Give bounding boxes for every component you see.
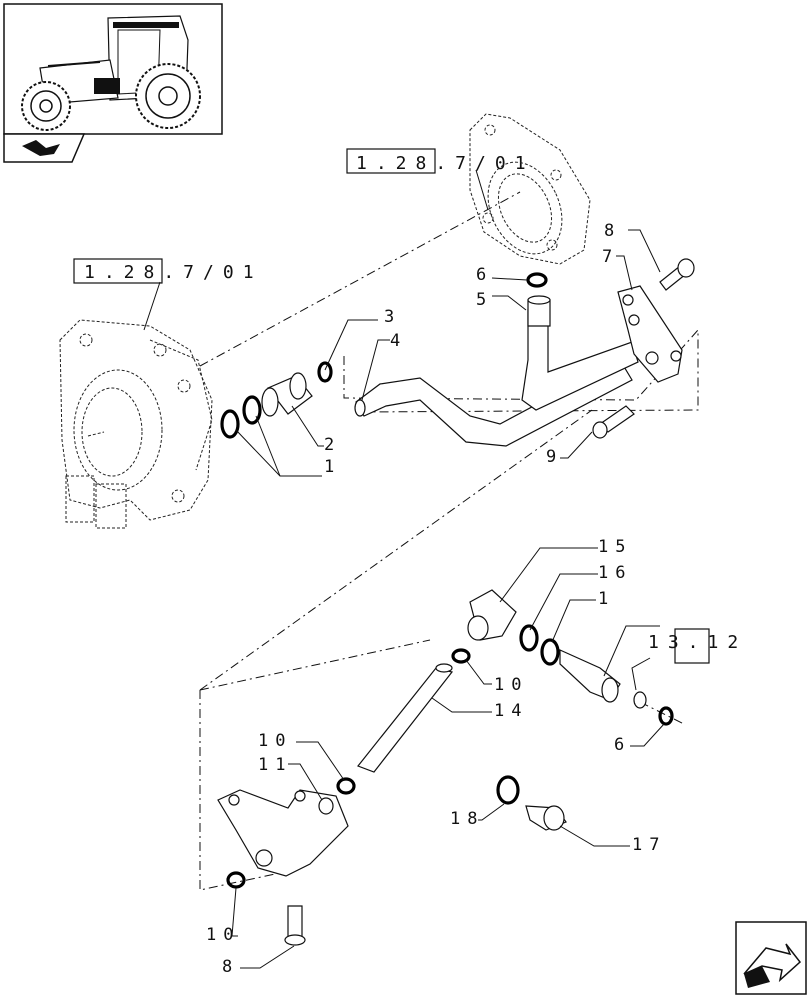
o-ring-part-1c[interactable]: [540, 638, 560, 666]
callout-16: 16: [598, 563, 632, 583]
o-ring-part-6a[interactable]: [526, 272, 548, 288]
assembly-line-5: [199, 639, 431, 691]
callout-17: 17: [632, 835, 666, 855]
left-housing-ghost: [59, 319, 213, 529]
callout-9: 9: [546, 447, 563, 467]
callout-8b: 8: [222, 957, 239, 977]
o-ring-part-1b[interactable]: [242, 395, 262, 425]
o-ring-part-10b[interactable]: [336, 777, 356, 795]
callout-7: 7: [602, 247, 619, 267]
callout-6a: 6: [476, 265, 493, 285]
o-ring-part-3[interactable]: [317, 361, 333, 383]
callout-11: 11: [258, 755, 292, 775]
callout-4: 4: [390, 331, 407, 351]
plug-part-2[interactable]: [261, 372, 313, 417]
section-arrow-icon[interactable]: [3, 133, 86, 163]
bolt-part-9[interactable]: [592, 405, 635, 439]
assembly-line-1: [199, 191, 521, 367]
callout-10b: 10: [258, 731, 292, 751]
o-ring-part-6b[interactable]: [658, 706, 674, 726]
reference-label-top: 1.28.7/01: [356, 153, 535, 174]
assembly-line-3: [199, 409, 593, 691]
upper-housing-ghost: [469, 113, 591, 265]
o-ring-part-10a[interactable]: [451, 648, 471, 664]
callout-1b: 1: [598, 589, 615, 609]
bracket-part-11[interactable]: [217, 789, 349, 877]
tube-part-14[interactable]: [357, 663, 454, 773]
callout-10a: 10: [494, 675, 528, 695]
callout-15: 15: [598, 537, 632, 557]
reference-box-left[interactable]: 1.28.7/01: [73, 258, 263, 284]
callout-5: 5: [476, 290, 493, 310]
banjo-bolt-part-17[interactable]: [525, 805, 567, 831]
elbow-part-15[interactable]: [467, 589, 517, 641]
callout-3: 3: [384, 307, 401, 327]
callout-14: 14: [494, 701, 528, 721]
leader-lines: [143, 169, 665, 969]
next-page-arrow-icon[interactable]: [735, 921, 807, 995]
tractor-thumbnail-icon[interactable]: [3, 3, 223, 135]
connector-pin[interactable]: [559, 649, 647, 709]
bolt-part-8a[interactable]: [659, 258, 695, 291]
reference-label-left: 1.28.7/01: [84, 262, 263, 283]
o-ring-part-1a[interactable]: [220, 409, 240, 439]
callout-6b: 6: [614, 735, 631, 755]
bracket-part-7[interactable]: [617, 285, 683, 383]
o-ring-part-10c[interactable]: [226, 871, 246, 889]
reference-label-right: 13.12: [648, 632, 747, 653]
reference-box-right[interactable]: 13.12: [648, 628, 747, 664]
callout-2: 2: [324, 435, 341, 455]
reference-box-top[interactable]: 1.28.7/01: [346, 148, 535, 174]
o-ring-part-18[interactable]: [496, 775, 520, 805]
bolt-part-8b[interactable]: [284, 905, 306, 946]
pipe-part-5[interactable]: [521, 295, 639, 411]
callout-18: 18: [450, 809, 484, 829]
o-ring-part-16[interactable]: [519, 624, 539, 652]
callout-1a: 1: [324, 457, 341, 477]
callout-8a: 8: [604, 221, 621, 241]
callout-10c: 10: [206, 925, 240, 945]
